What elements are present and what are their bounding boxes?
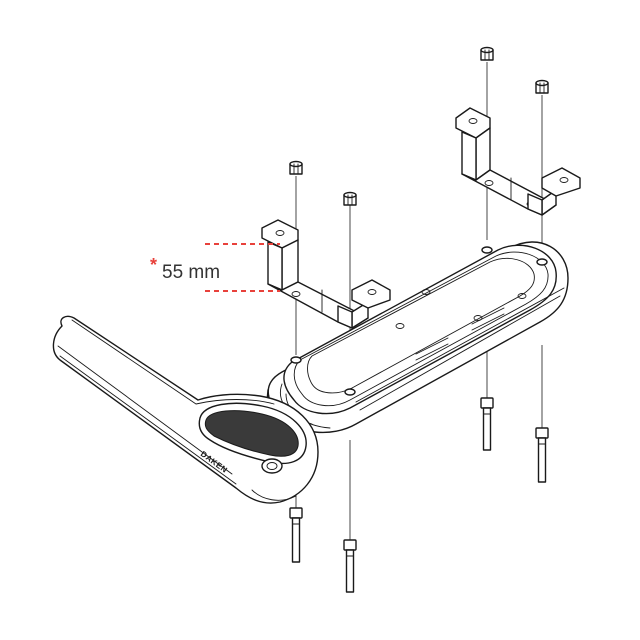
nut-front-right xyxy=(343,191,357,206)
dimension-callout: * 55 mm xyxy=(150,243,280,292)
handle xyxy=(52,315,319,504)
rear-mounting-bracket xyxy=(455,107,581,216)
nut-rear-left xyxy=(480,46,494,61)
bolt-front-left xyxy=(289,507,303,563)
main-housing xyxy=(266,241,569,449)
dimension-asterisk: * xyxy=(150,255,157,275)
bolt-front-right xyxy=(343,539,357,593)
nut-rear-right xyxy=(535,79,549,94)
bolt-rear-right xyxy=(535,427,549,483)
dimension-value: 55 mm xyxy=(162,262,220,283)
bolt-rear-left xyxy=(480,397,494,451)
nut-front-left xyxy=(289,160,303,175)
front-mounting-bracket xyxy=(261,219,391,329)
